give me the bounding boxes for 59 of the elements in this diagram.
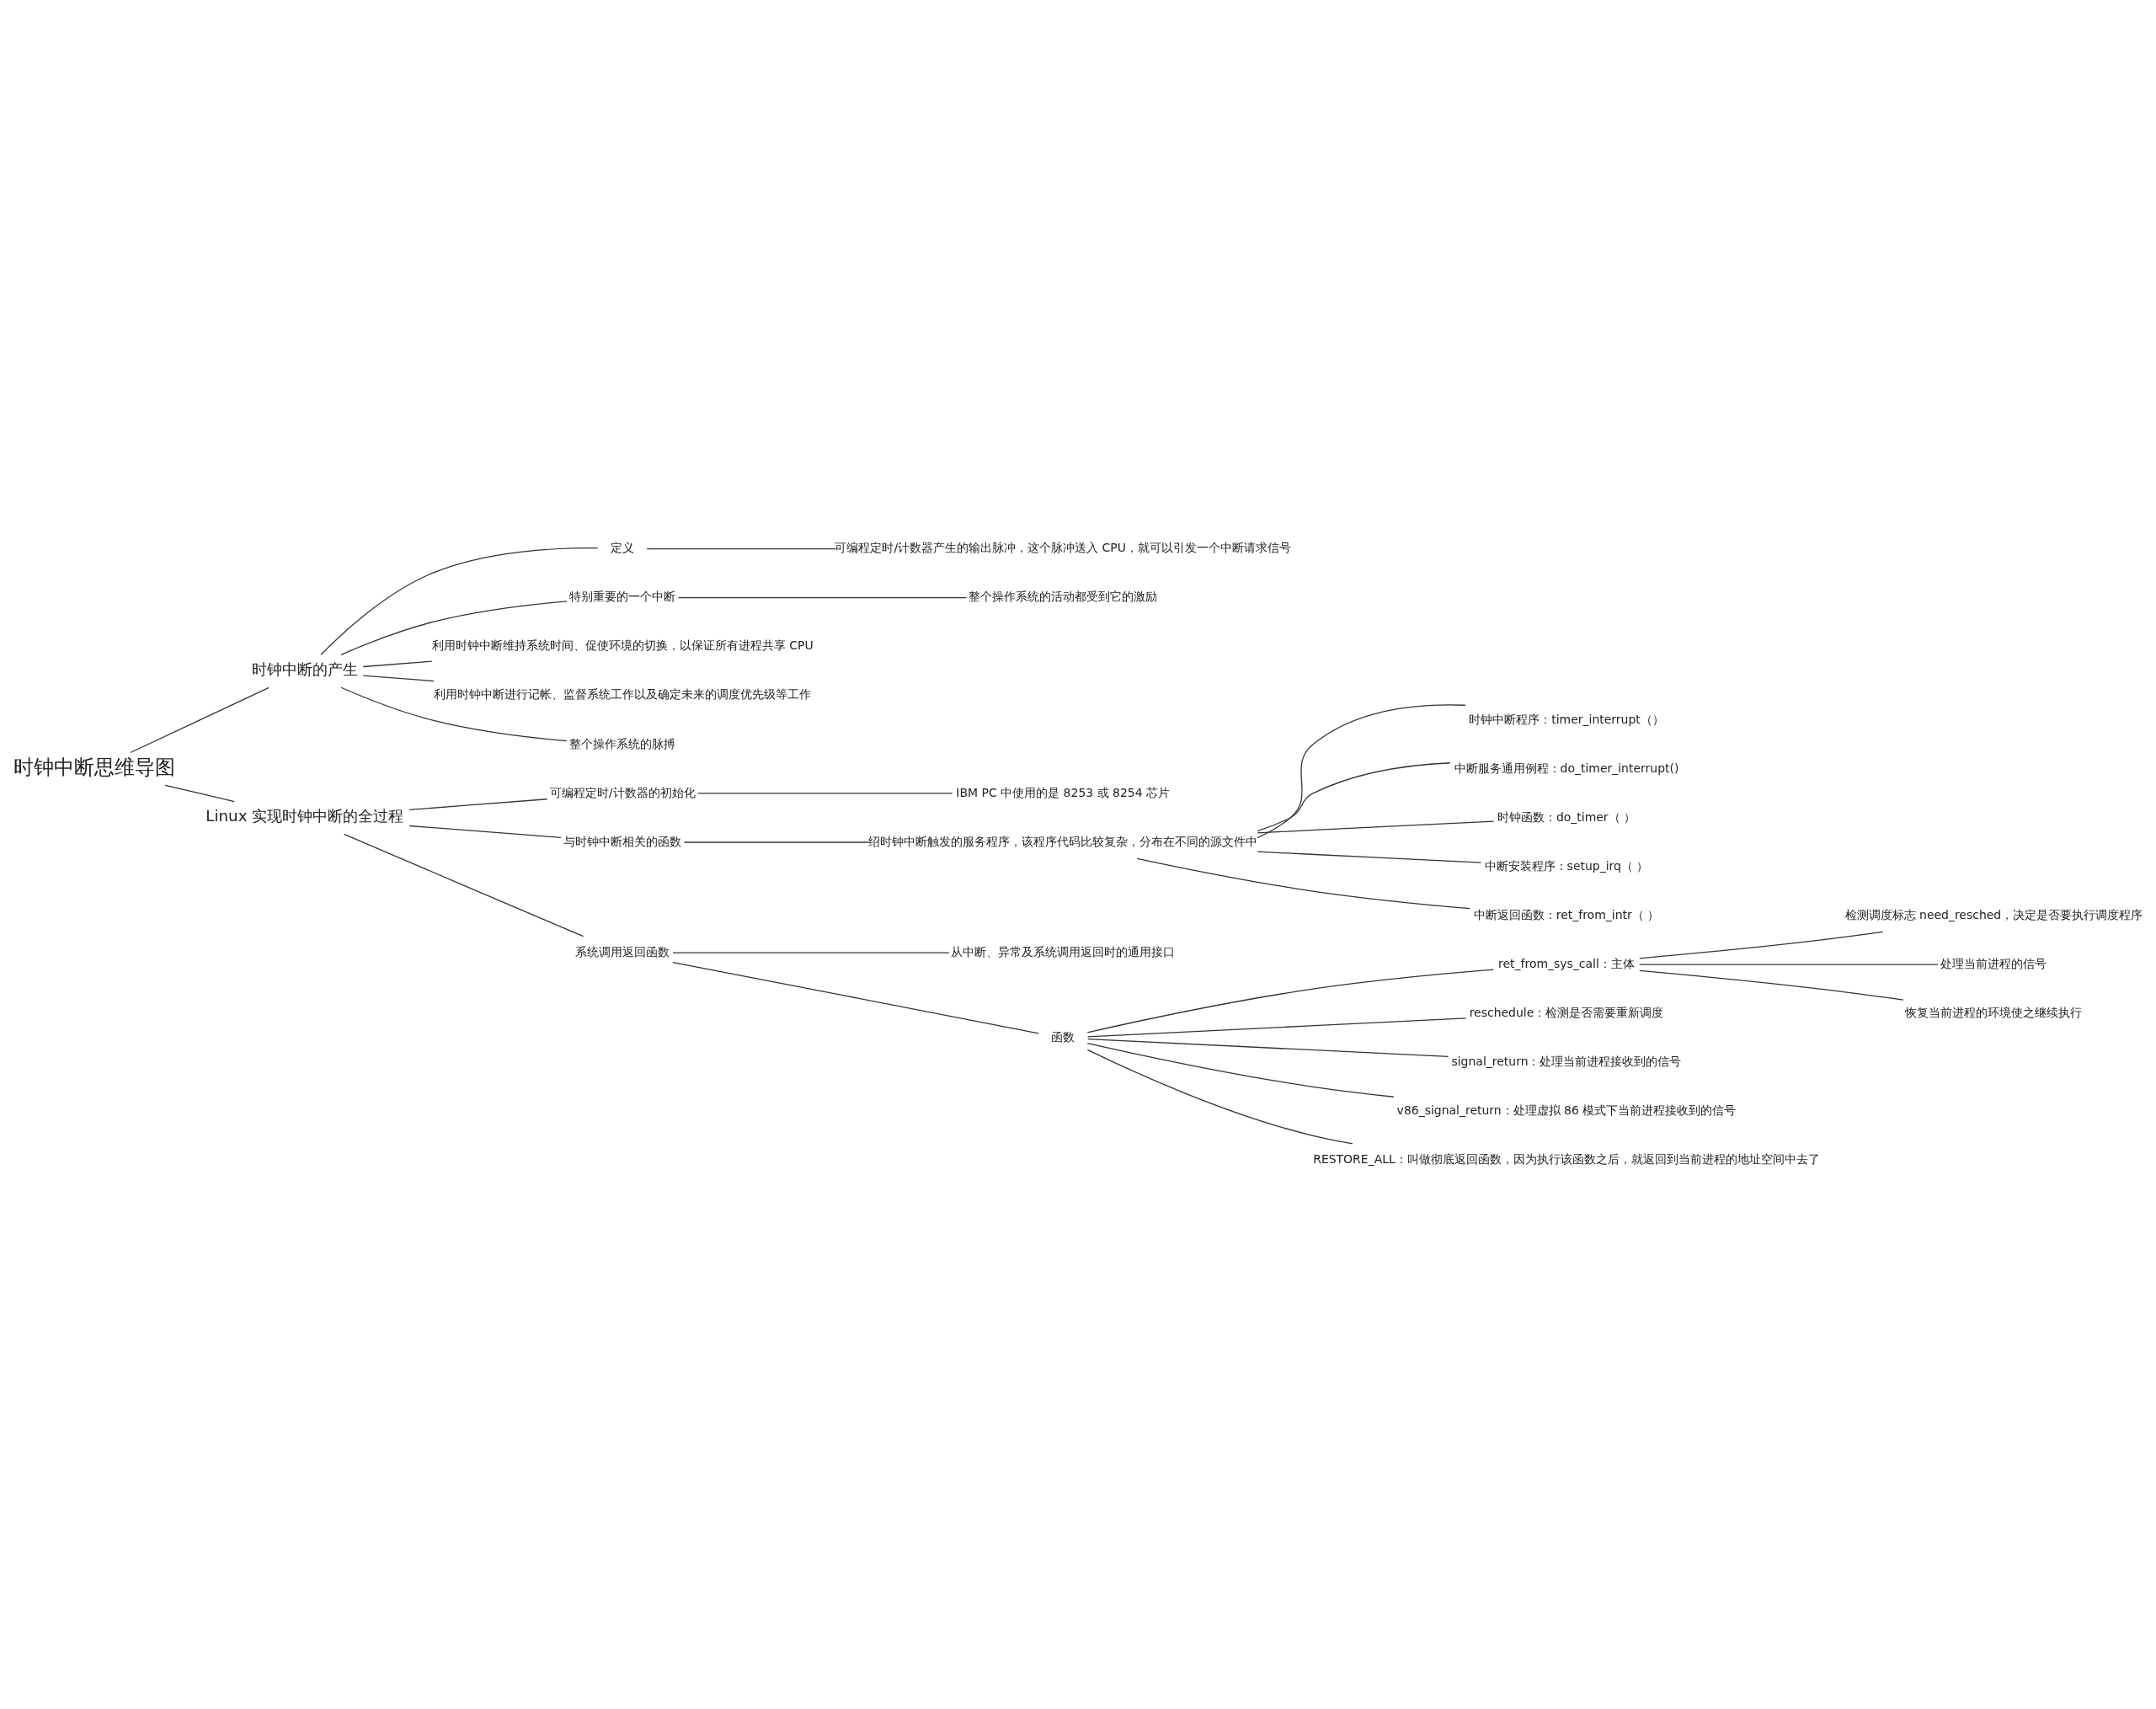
connector (1638, 931, 1883, 959)
node-text: 时钟中断的产生 (251, 660, 358, 679)
node-text: Linux 实现时钟中断的全过程 (205, 807, 403, 825)
node-text: 恢复当前进程的环境使之继续执行 (1904, 1005, 2082, 1019)
connector (683, 841, 869, 843)
connector (1257, 851, 1481, 863)
connector (677, 597, 967, 599)
node-text: 时钟中断程序：timer_interrupt（） (1468, 712, 1664, 726)
connector (164, 784, 235, 803)
node-text: reschedule：检测是否需要重新调度 (1469, 1005, 1663, 1019)
connector (339, 601, 567, 655)
node-text: 可编程定时/计数器产生的输出脉冲，这个脉冲送入 CPU，就可以引发一个中断请求信号 (834, 541, 1291, 555)
connector (129, 686, 270, 754)
node-text: 与时钟中断相关的函数 (563, 834, 681, 848)
connector (408, 798, 547, 811)
node-text: 利用时钟中断进行记帐、监督系统工作以及确定未来的调度优先级等工作 (433, 687, 811, 702)
node-text: v86_signal_return：处理虚拟 86 模式下当前进程接收到的信号 (1396, 1103, 1736, 1117)
node-text: 中断安装程序：setup_irq（ ） (1484, 858, 1648, 873)
connector (343, 833, 584, 937)
node-text: 定义 (610, 541, 634, 555)
connector (646, 548, 836, 550)
connector (362, 675, 435, 682)
connector (671, 961, 1039, 1034)
connector (1256, 704, 1465, 839)
node-text: 整个操作系统的活动都受到它的激励 (968, 590, 1157, 604)
node-text: 从中断、异常及系统调用返回时的通用接口 (950, 944, 1175, 959)
node-text: signal_return：处理当前进程接收到的信号 (1450, 1054, 1681, 1068)
connector (1257, 820, 1494, 834)
node-text: RESTORE_ALL：叫做彻底返回函数，因为执行该函数之后，就返回到当前进程的地址空间中去了 (1312, 1152, 1820, 1166)
node-text: 时钟函数：do_timer（ ） (1497, 809, 1636, 824)
connector (1086, 969, 1494, 1033)
node-text: IBM PC 中使用的是 8253 或 8254 芯片 (955, 785, 1170, 799)
connector (319, 547, 598, 655)
connector (1086, 1038, 1449, 1058)
connector (1086, 1017, 1466, 1038)
connector (1086, 1049, 1353, 1145)
connector (1086, 1043, 1394, 1097)
connector (696, 793, 953, 794)
node-text: 绍时钟中断触发的服务程序，该程序代码比较复杂，分布在不同的源文件中 (867, 834, 1257, 848)
connector (339, 686, 567, 742)
connector (671, 952, 950, 953)
node-text: 函数 (1050, 1029, 1075, 1044)
node-text: ret_from_sys_call：主体 (1497, 956, 1635, 970)
connector (408, 825, 561, 839)
node-text: 特别重要的一个中断 (568, 590, 675, 604)
node-text: 时钟中断思维导图 (13, 755, 175, 779)
connector (1638, 969, 1904, 1001)
node-text: 中断服务通用例程：do_timer_interrupt() (1454, 761, 1678, 775)
node-text: 处理当前进程的信号 (1940, 956, 2047, 970)
node-text: 系统调用返回函数 (574, 944, 670, 959)
connector (1136, 857, 1470, 910)
node-text: 中断返回函数：ret_from_intr（ ） (1473, 907, 1659, 921)
node-text: 可编程定时/计数器的初始化 (549, 785, 696, 799)
node-text: 利用时钟中断维持系统时间、促使环境的切换，以保证所有进程共享 CPU (431, 638, 814, 653)
connector (362, 660, 432, 668)
node-text: 检测调度标志 need_resched，决定是否要执行调度程序 (1844, 907, 2143, 921)
connector (1257, 762, 1450, 832)
connector (1638, 964, 1939, 965)
node-text: 整个操作系统的脉搏 (568, 736, 675, 750)
